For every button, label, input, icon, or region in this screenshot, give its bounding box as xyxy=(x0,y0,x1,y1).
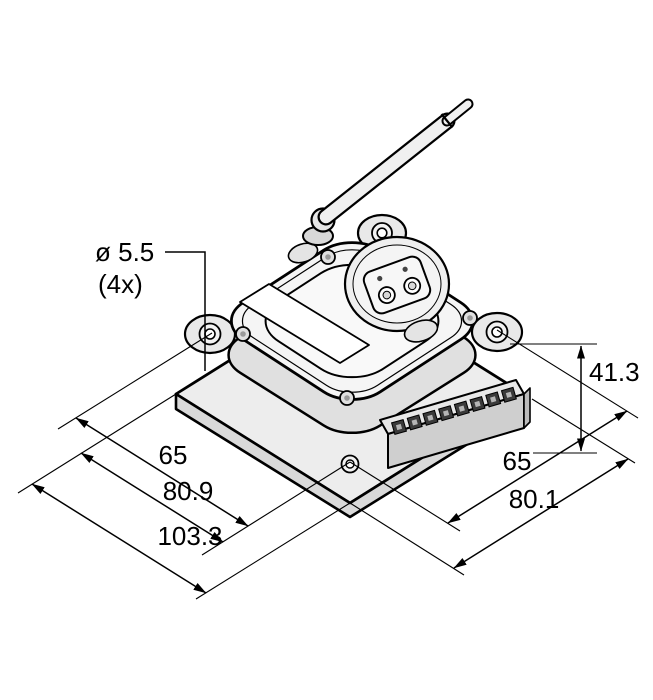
led-indicator-2 xyxy=(402,266,408,272)
device xyxy=(174,98,531,519)
dim-line-left-outer xyxy=(31,483,207,594)
oval-recess-bottom xyxy=(403,319,439,343)
screw-right xyxy=(462,310,478,326)
device-label-plate xyxy=(239,283,370,364)
screw-front xyxy=(339,390,355,406)
dim-text-height: 41.3 xyxy=(589,357,640,387)
dim-text-left-inner: 65 xyxy=(159,440,188,470)
dim-text-left-outer: 103.3 xyxy=(157,521,222,551)
ext-line-front-corner-right xyxy=(349,502,465,576)
lid-screws xyxy=(235,249,478,406)
terminal-block-end xyxy=(523,387,531,429)
antenna-tip xyxy=(443,100,472,125)
dim-text-hole-count: (4x) xyxy=(98,269,143,299)
leader-line-hole-diameter xyxy=(165,251,206,371)
ext-line-left-hole xyxy=(57,332,213,430)
ext-line-left-corner xyxy=(17,393,177,494)
dome xyxy=(343,235,451,333)
dim-text-hole-diameter: ø 5.5 xyxy=(95,237,154,267)
antenna-joint-ring xyxy=(440,113,454,129)
oval-recess-top xyxy=(287,242,319,264)
screw-top xyxy=(320,249,336,265)
front-mounting-hole xyxy=(340,454,360,474)
antenna-shaft xyxy=(319,114,454,224)
mounting-tower-right xyxy=(470,311,524,353)
ext-line-front-corner-left xyxy=(195,502,351,600)
antenna xyxy=(302,98,474,246)
screw-left xyxy=(235,326,251,342)
dim-text-left-mid: 80.9 xyxy=(163,476,214,506)
dim-text-right-outer: 80.1 xyxy=(509,484,560,514)
button-panel xyxy=(362,255,432,315)
ext-line-right-hole xyxy=(496,329,639,419)
led-indicator-1 xyxy=(377,275,383,282)
dim-line-right-outer xyxy=(453,458,629,569)
dim-text-right-inner: 65 xyxy=(503,446,532,476)
ext-line-front-hole-left xyxy=(201,461,351,556)
dimensions: ø 5.5 (4x) 65 80.9 103.3 65 80.1 41.3 xyxy=(17,237,640,600)
ext-line-front-hole-right xyxy=(349,461,461,532)
